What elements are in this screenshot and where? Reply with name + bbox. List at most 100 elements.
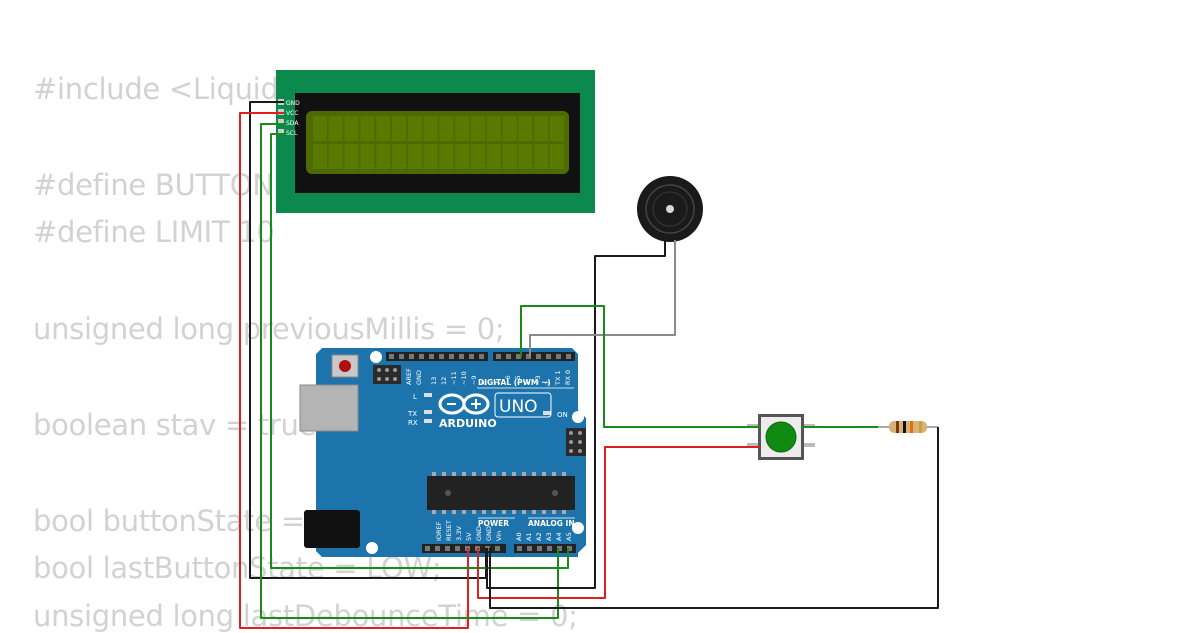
lcd-char-cell xyxy=(376,116,391,141)
lcd-pin xyxy=(278,129,284,135)
chip-pin xyxy=(482,472,486,476)
lcd-char-cell xyxy=(534,144,549,169)
lcd-char-cell xyxy=(518,144,533,169)
pin-hole xyxy=(429,354,434,359)
pin-hole xyxy=(435,546,440,551)
lcd-pin xyxy=(278,119,284,125)
buzzer-ring xyxy=(652,191,688,227)
led-on xyxy=(543,411,551,415)
lcd-char-cell xyxy=(376,144,391,169)
lcd-char-cell xyxy=(407,116,422,141)
chip-pin xyxy=(522,472,526,476)
digital-pin-label: AREF xyxy=(405,368,413,385)
led-tx xyxy=(424,410,432,414)
chip-pin xyxy=(522,510,526,514)
chip-pin xyxy=(492,510,496,514)
led-rx xyxy=(424,419,432,423)
pin-hole xyxy=(496,354,501,359)
chip-pin xyxy=(442,510,446,514)
lcd-char-cell xyxy=(550,144,564,169)
lcd-char-cell xyxy=(455,116,470,141)
dc-power-jack xyxy=(304,510,360,548)
wire-button-5v[interactable] xyxy=(477,446,760,599)
lcd-char-cell xyxy=(486,116,501,141)
atmega-chip xyxy=(427,476,575,510)
lcd-char-cell xyxy=(502,144,517,169)
push-button[interactable] xyxy=(747,414,815,460)
pin-hole xyxy=(567,546,572,551)
power-pin-label: GND xyxy=(475,526,483,541)
mounting-hole xyxy=(572,411,584,423)
reset-button-cap xyxy=(339,360,351,372)
lcd-char-cell xyxy=(360,144,375,169)
analog-pin-label: A5 xyxy=(565,532,573,541)
lcd-display[interactable]: GND VCC SDA SCL xyxy=(276,70,595,213)
power-header xyxy=(422,544,506,553)
analog-pin-label: A3 xyxy=(545,532,553,541)
lcd-char-cell xyxy=(471,116,485,141)
pin-hole xyxy=(506,354,511,359)
pin-hole xyxy=(449,354,454,359)
chip-pin xyxy=(562,510,566,514)
model-badge xyxy=(494,392,552,418)
lcd-char-cell xyxy=(407,144,422,169)
digital-pin-label: RX 0 xyxy=(564,370,572,385)
brand-label: ARDUINO xyxy=(439,417,497,430)
wire-buzzer-gnd[interactable] xyxy=(486,240,666,589)
digital-pin-label: 2 xyxy=(544,381,552,385)
lcd-char-cell xyxy=(313,144,327,169)
analog-pin-label: A4 xyxy=(555,532,563,541)
lcd-char-cell xyxy=(423,116,438,141)
chip-dot xyxy=(552,490,558,496)
wire-resistor-gnd[interactable] xyxy=(489,427,939,609)
chip-pin xyxy=(452,472,456,476)
pin-hole xyxy=(479,354,484,359)
lcd-pin-label: GND xyxy=(286,100,300,107)
lcd-pin-label: VCC xyxy=(286,110,298,117)
digital-pin-label: ~3 xyxy=(534,375,542,385)
piezo-buzzer[interactable] xyxy=(637,176,703,242)
lcd-pin-label: SDA xyxy=(286,120,299,127)
mounting-hole xyxy=(370,351,382,363)
led-label: TX xyxy=(407,410,417,418)
lcd-pin-label: SCL xyxy=(286,130,298,137)
chip-pins xyxy=(432,472,566,514)
power-pin-label: 3.3V xyxy=(455,526,463,541)
wire-lcd-scl[interactable] xyxy=(270,133,569,569)
model-label: UNO xyxy=(499,397,538,417)
power-pin-label: Vin xyxy=(495,531,503,541)
pin-hole xyxy=(547,546,552,551)
bottom-pin-holes xyxy=(425,546,572,551)
pin-hole xyxy=(495,546,500,551)
resistor-band xyxy=(903,421,906,433)
pin-hole xyxy=(556,354,561,359)
icsp-header xyxy=(373,365,401,384)
wire-lcd-sda[interactable] xyxy=(260,123,559,619)
button-cap xyxy=(765,421,797,453)
icsp-header-2 xyxy=(566,428,586,456)
lcd-char-cell xyxy=(486,144,501,169)
resistor[interactable] xyxy=(878,421,938,433)
chip-pin xyxy=(512,472,516,476)
pin-hole xyxy=(425,546,430,551)
pin-hole xyxy=(445,546,450,551)
chip-pin xyxy=(442,472,446,476)
digital-pin-label: 8 xyxy=(480,381,488,385)
lcd-char-cell xyxy=(502,116,517,141)
led-l xyxy=(424,393,432,397)
pin-hole xyxy=(516,354,521,359)
chip-pin xyxy=(542,510,546,514)
wire-buzzer-signal[interactable] xyxy=(529,240,676,357)
wire-lcd-vcc[interactable] xyxy=(239,112,469,629)
chip-pin xyxy=(432,510,436,514)
pin-hole xyxy=(526,354,531,359)
digital-pin-label: ~6 xyxy=(504,375,512,385)
chip-dot xyxy=(445,490,451,496)
wire-button-signal[interactable] xyxy=(520,305,760,428)
pin-hole xyxy=(389,354,394,359)
chip-pin xyxy=(492,472,496,476)
